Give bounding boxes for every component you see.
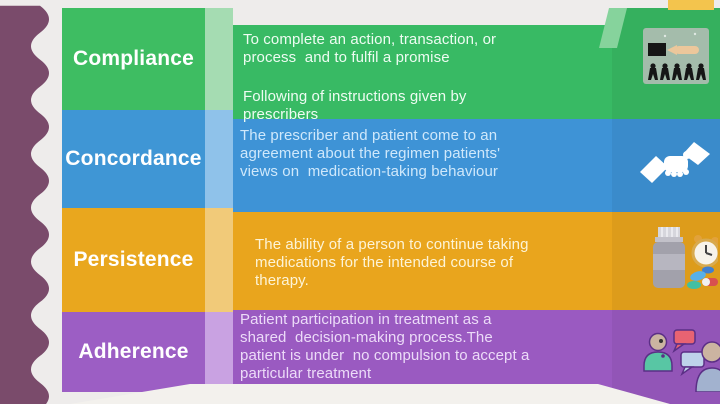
left-wavy-border — [0, 5, 49, 404]
fold-persistence — [205, 208, 233, 312]
label-adherence-text: Adherence — [78, 340, 189, 363]
fold-compliance — [205, 8, 233, 110]
band-persistence — [205, 212, 720, 310]
label-concordance: Concordance — [62, 110, 205, 208]
medication-clock-icon — [653, 227, 718, 289]
definition-compliance-2: Following of instructions given by presc… — [243, 88, 467, 123]
definition-compliance-1: To complete an action, transaction, or p… — [243, 31, 497, 66]
definition-adherence: Patient participation in treatment as a … — [240, 311, 530, 382]
label-concordance-text: Concordance — [65, 147, 202, 170]
band-concordance — [205, 119, 720, 212]
doctor-patient-discussion-icon — [643, 329, 720, 392]
band-compliance — [205, 25, 720, 119]
bottom-perspective-floor — [70, 384, 670, 404]
label-adherence: Adherence — [62, 312, 205, 392]
label-compliance: Compliance — [62, 8, 205, 110]
label-compliance-text: Compliance — [72, 47, 195, 70]
label-persistence: Persistence — [62, 208, 205, 312]
follow-leader-icon — [643, 28, 709, 84]
fold-concordance — [205, 110, 233, 208]
definition-persistence: The ability of a person to continue taki… — [255, 236, 529, 289]
label-persistence-text: Persistence — [73, 248, 194, 271]
definition-concordance: The prescriber and patient come to an ag… — [240, 127, 501, 180]
fold-adherence — [205, 312, 233, 392]
top-yellow-strip — [668, 0, 714, 10]
handshake-icon — [640, 142, 710, 183]
band-compliance-right-extension — [610, 8, 720, 28]
